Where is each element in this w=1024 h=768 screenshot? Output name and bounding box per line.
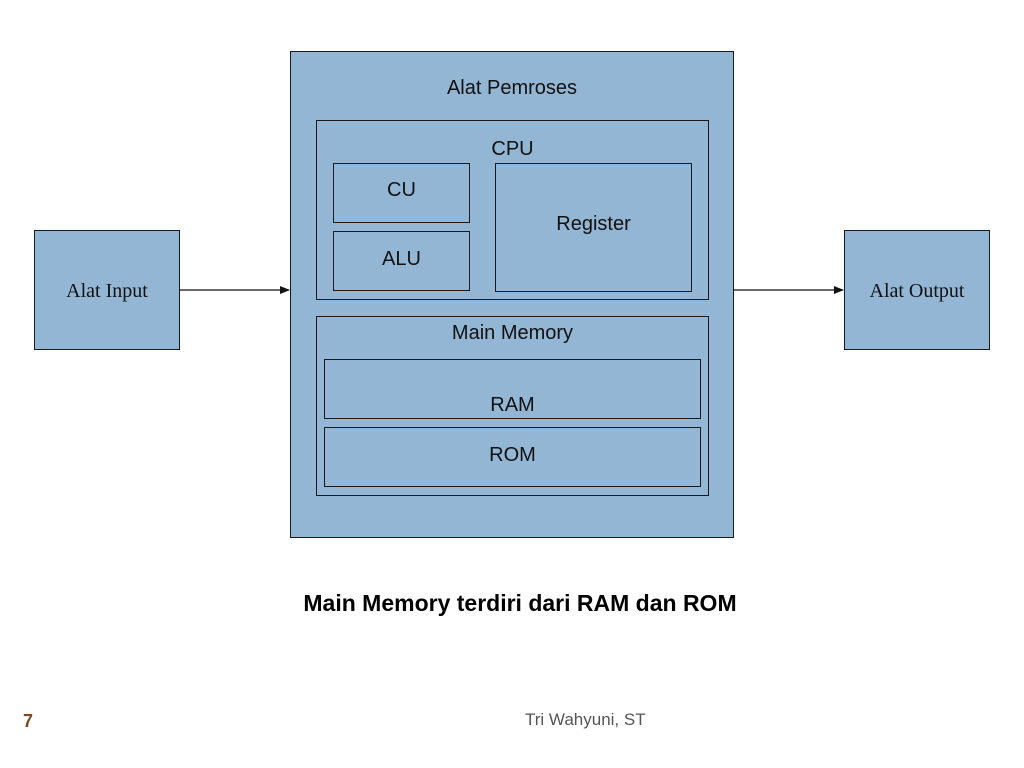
rom-box: ROM [324, 427, 701, 487]
cu-label: CU [387, 179, 416, 201]
output-device-box: Alat Output [844, 230, 990, 350]
input-device-label: Alat Input [66, 280, 148, 302]
author-name: Tri Wahyuni, ST [525, 710, 646, 729]
rom-label: ROM [489, 444, 536, 466]
ram-box: RAM [324, 359, 701, 419]
main-memory-box: Main Memory RAM ROM [316, 316, 709, 496]
main-memory-label: Main Memory [451, 322, 574, 344]
ram-label: RAM [490, 394, 535, 416]
alu-label: ALU [382, 248, 421, 270]
cu-box: CU [333, 163, 470, 223]
register-box: Register [495, 163, 692, 292]
cpu-box: CPU CU ALU Register [316, 120, 709, 300]
page-number: 7 [23, 711, 34, 731]
slide-caption: Main Memory terdiri dari RAM dan ROM [303, 590, 737, 616]
output-device-label: Alat Output [869, 280, 965, 302]
register-label: Register [556, 213, 631, 235]
processor-label: Alat Pemroses [446, 77, 578, 99]
cpu-label: CPU [491, 138, 534, 160]
alu-box: ALU [333, 231, 470, 291]
processor-box: Alat Pemroses CPU CU ALU Register Main M… [290, 51, 734, 538]
input-device-box: Alat Input [34, 230, 180, 350]
